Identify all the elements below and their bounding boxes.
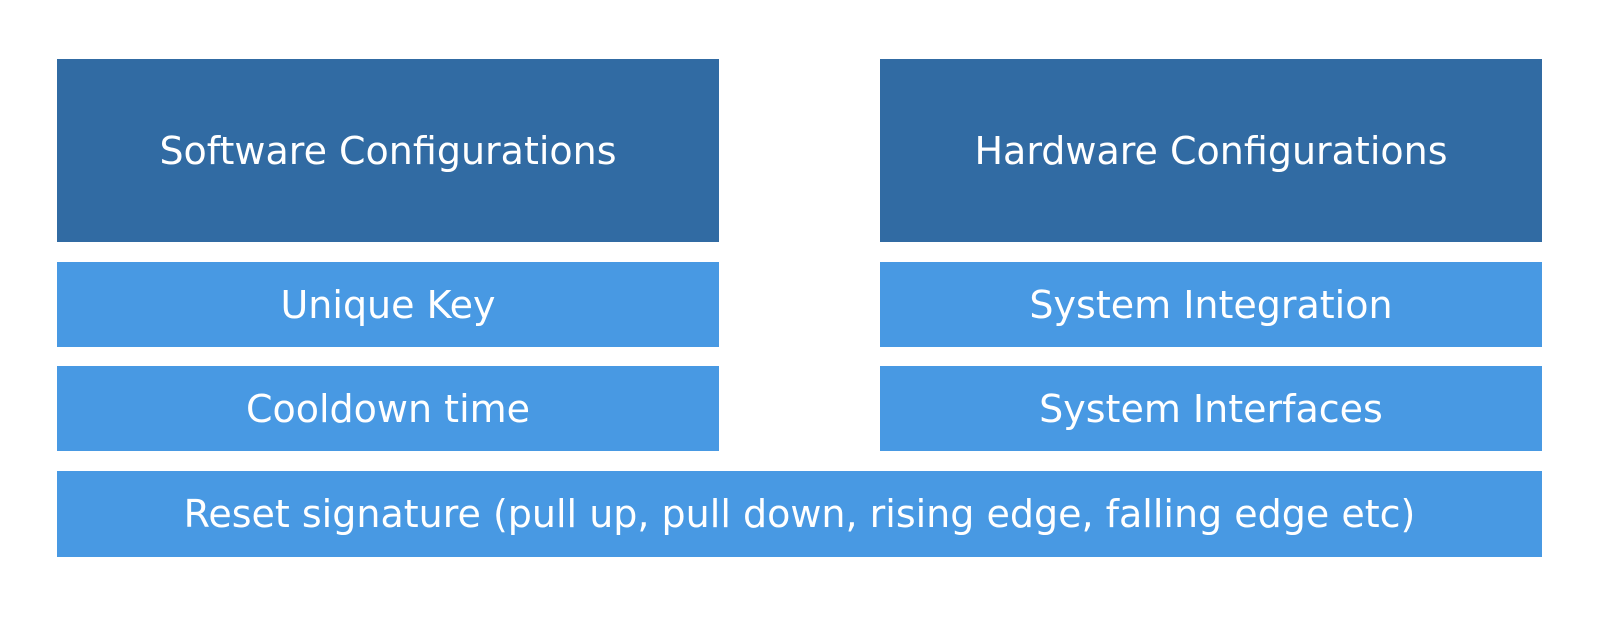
hardware-configurations-title: Hardware Configurations [974, 128, 1448, 173]
unique-key-block: Unique Key [57, 262, 719, 347]
software-configurations-header: Software Configurations [57, 59, 719, 242]
unique-key-label: Unique Key [280, 282, 496, 327]
reset-signature-block: Reset signature (pull up, pull down, ris… [57, 471, 1542, 557]
system-interfaces-label: System Interfaces [1039, 386, 1383, 431]
system-integration-block: System Integration [880, 262, 1542, 347]
system-integration-label: System Integration [1029, 282, 1393, 327]
cooldown-time-block: Cooldown time [57, 366, 719, 451]
cooldown-time-label: Cooldown time [245, 386, 531, 431]
software-configurations-title: Software Configurations [159, 128, 617, 173]
system-interfaces-block: System Interfaces [880, 366, 1542, 451]
hardware-configurations-header: Hardware Configurations [880, 59, 1542, 242]
reset-signature-label: Reset signature (pull up, pull down, ris… [183, 492, 1416, 536]
